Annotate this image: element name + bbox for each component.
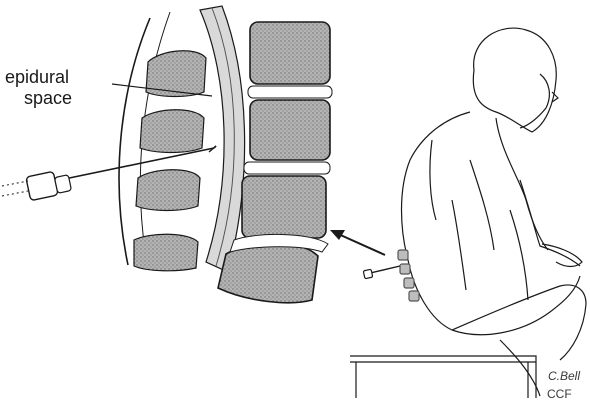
spinous-processes bbox=[133, 50, 207, 272]
patient-lap bbox=[451, 284, 587, 361]
seated-patient bbox=[350, 27, 587, 398]
organization-credit: CCF bbox=[547, 387, 572, 401]
epidural-label-line1: epidural bbox=[5, 67, 69, 87]
patient-spine-overlay bbox=[397, 249, 420, 302]
epidural-needle bbox=[1, 145, 217, 201]
spinal-canal bbox=[199, 5, 246, 273]
intervertebral-discs bbox=[229, 85, 333, 253]
needle-hub bbox=[25, 171, 59, 201]
dura-line bbox=[211, 7, 235, 267]
direction-arrow bbox=[330, 230, 386, 256]
bench bbox=[350, 355, 537, 398]
epidural-label-line2: space bbox=[24, 88, 72, 108]
patient-hair bbox=[472, 27, 557, 133]
spine-cross-section bbox=[1, 5, 333, 304]
patient-torso bbox=[400, 111, 581, 336]
artist-signature: C.Bell bbox=[548, 369, 580, 383]
patient-arm bbox=[519, 179, 581, 267]
syringe-guide-dots bbox=[1, 190, 29, 197]
epidural-label-leader bbox=[111, 83, 213, 97]
skin-contour bbox=[118, 17, 151, 266]
